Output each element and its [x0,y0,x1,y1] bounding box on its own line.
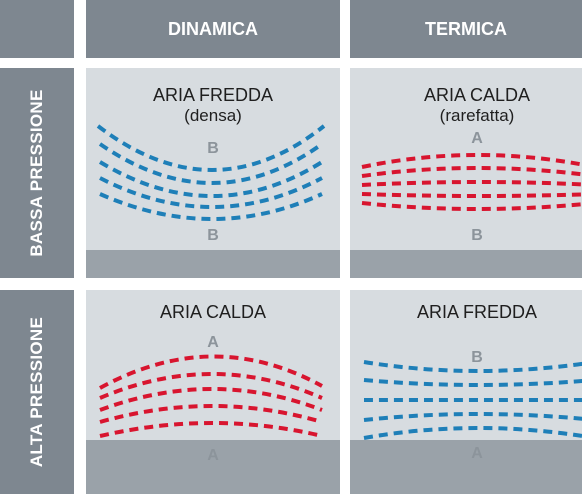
isobar-line [361,166,582,178]
lower-pressure-letter: A [471,445,483,462]
lower-pressure-letter: B [207,227,219,244]
column-header-dynamic-label: DINAMICA [168,18,258,39]
isobar-line [361,192,582,198]
cell-low-thermal-graphic: ARIA CALDA (rarefatta) A B [361,85,582,244]
row-header-low-pressure-label: BASSA PRESSIONE [27,89,46,257]
isobar-line [99,176,323,209]
isobar-line [98,160,324,198]
ground-strip [86,250,340,278]
lower-pressure-letter: B [471,227,483,244]
isobar-line [361,201,582,211]
row-header-high-pressure: ALTA PRESSIONE [0,290,74,494]
row-header-high-pressure-label: ALTA PRESSIONE [27,316,46,468]
cell-high-dynamic: ARIA CALDA A A [86,290,340,494]
upper-pressure-letter: B [471,349,483,366]
isobar-line [99,192,323,221]
isobar-line [361,153,582,169]
cell-title: ARIA FREDDA [417,302,537,322]
cell-low-dynamic-graphic: ARIA FREDDA (densa) B B [96,85,326,244]
isobar-line [99,387,323,412]
isobar-line [99,404,323,424]
corner-header [0,0,74,58]
isobar-line [99,372,323,400]
isobar-line [98,142,324,185]
isobar-line [363,360,582,373]
lower-pressure-letter: A [207,447,219,464]
upper-pressure-letter: A [207,334,219,351]
ground-strip [86,440,340,494]
ground-strip [350,440,582,494]
cell-high-thermal: ARIA FREDDA B A [350,290,582,494]
isobar-line [99,354,323,390]
column-header-thermal-label: TERMICA [425,18,507,39]
isobar-line [96,124,326,172]
isobar-line [363,412,582,422]
cell-title: ARIA CALDA [160,302,266,322]
ground-strip [350,250,582,278]
isobar-line [363,426,582,440]
isobar-line [361,180,582,187]
cell-title: ARIA FREDDA [153,85,273,105]
cell-title: ARIA CALDA [424,85,530,105]
cell-low-dynamic: ARIA FREDDA (densa) B B [86,68,340,278]
cell-low-thermal: ARIA CALDA (rarefatta) A B [350,68,582,278]
row-header-low-pressure: BASSA PRESSIONE [0,68,74,278]
cell-subtitle: (densa) [184,106,242,125]
isobar-line [99,421,323,438]
column-header-thermal: TERMICA [350,0,582,58]
cell-high-dynamic-graphic: ARIA CALDA A A [99,302,323,464]
cell-high-thermal-graphic: ARIA FREDDA B A [363,302,582,462]
column-header-dynamic: DINAMICA [86,0,340,58]
upper-pressure-letter: B [207,140,219,157]
upper-pressure-letter: A [471,130,483,147]
isobar-line [363,378,582,387]
cell-subtitle: (rarefatta) [440,106,515,125]
